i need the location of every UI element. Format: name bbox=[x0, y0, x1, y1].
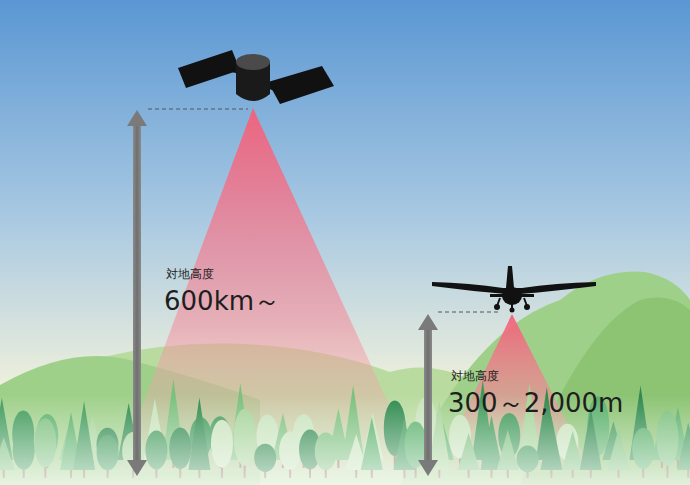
reference-line bbox=[148, 109, 248, 110]
altitude-caption: 対地高度 bbox=[451, 370, 499, 383]
reference-line bbox=[438, 312, 500, 313]
altitude-arrow bbox=[418, 314, 438, 476]
altitude-caption: 対地高度 bbox=[166, 268, 214, 281]
satellite bbox=[178, 50, 334, 104]
altitude-arrow bbox=[127, 110, 147, 476]
altitude-value: 300～2,000m bbox=[448, 389, 623, 418]
altitude-value: 600km～ bbox=[164, 287, 280, 316]
aircraft bbox=[432, 266, 596, 313]
